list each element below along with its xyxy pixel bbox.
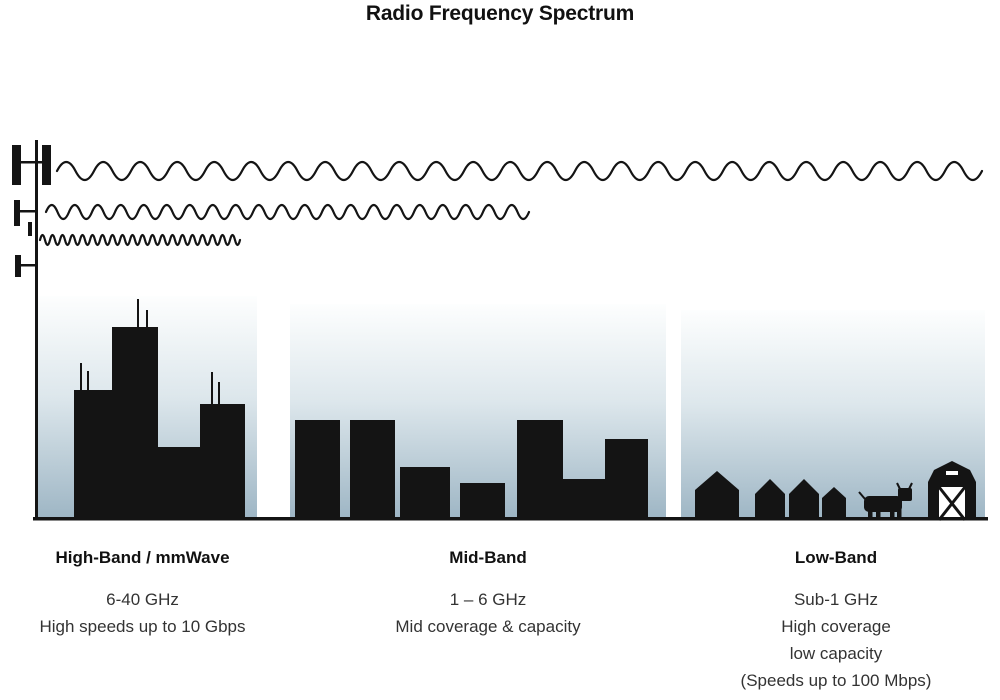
low-band-heading: Low-Band <box>794 548 878 567</box>
house-icon <box>789 479 819 520</box>
low-band-frequency: Sub-1 GHz <box>793 590 879 609</box>
cell-tower-icon <box>12 140 51 520</box>
long-wave-icon <box>55 160 984 182</box>
city-skyline-icon <box>74 299 245 520</box>
low-band-description: (Speeds up to 100 Mbps) <box>740 671 932 690</box>
house-icon <box>695 471 739 520</box>
low-band-description: low capacity <box>789 644 883 663</box>
mid-band-label-group: Mid-Band 1 – 6 GHz Mid coverage & capaci… <box>338 548 638 640</box>
mid-band-heading: Mid-Band <box>449 548 527 567</box>
ground-line <box>33 517 988 521</box>
high-band-heading: High-Band / mmWave <box>55 548 230 567</box>
mid-band-description: Mid coverage & capacity <box>395 617 581 636</box>
midrise-skyline-icon <box>295 420 648 520</box>
house-icon <box>755 479 785 520</box>
high-band-description: High speeds up to 10 Gbps <box>39 617 246 636</box>
medium-wave-icon <box>44 203 531 221</box>
high-band-frequency: 6-40 GHz <box>106 590 179 609</box>
barn-icon <box>928 461 976 521</box>
short-wave-icon <box>38 233 242 247</box>
spectrum-illustration <box>12 140 988 521</box>
cow-icon <box>858 482 913 520</box>
mid-band-frequency: 1 – 6 GHz <box>449 590 527 609</box>
rural-skyline-icon <box>695 461 976 521</box>
low-band-description: High coverage <box>781 617 891 636</box>
low-band-label-group: Low-Band Sub-1 GHz High coverage low cap… <box>686 548 986 694</box>
house-icon <box>822 487 846 520</box>
page-title: Radio Frequency Spectrum <box>365 2 635 25</box>
high-band-label-group: High-Band / mmWave 6-40 GHz High speeds … <box>5 548 280 640</box>
